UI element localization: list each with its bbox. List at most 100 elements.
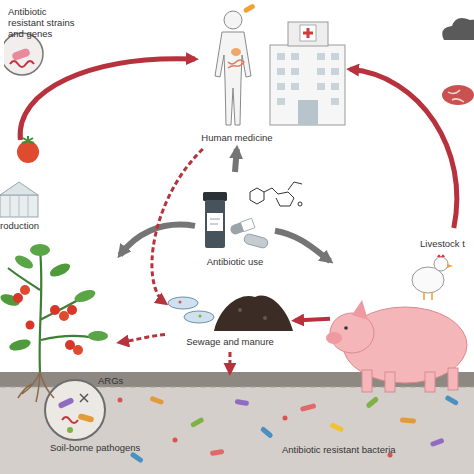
sewage-manure-node: Sewage and manure <box>165 282 295 352</box>
human-figure <box>224 11 242 29</box>
capsules <box>243 233 269 249</box>
antibiotic-bottle <box>203 192 227 201</box>
human-figure <box>243 3 256 13</box>
pig <box>448 368 458 390</box>
tomato <box>17 136 39 163</box>
hospital <box>277 83 285 90</box>
hospital <box>277 53 285 60</box>
callout-circle: Antibiotic resistant strains and genes <box>4 4 86 76</box>
chemical-structure <box>298 202 302 206</box>
hospital <box>277 98 285 105</box>
pig <box>425 372 435 392</box>
antibiotic-use-node: Antibiotic use <box>195 172 275 270</box>
tomato-plant <box>30 244 50 256</box>
petri-dishes <box>199 315 202 318</box>
hospital <box>277 68 285 75</box>
chicken <box>412 255 453 301</box>
chemical-structure <box>250 182 302 206</box>
tomato-plant <box>8 337 32 352</box>
hospital <box>300 25 316 41</box>
hospital <box>291 83 299 90</box>
soil-bacteria <box>235 399 250 406</box>
magnifier-circle <box>45 380 105 440</box>
cloud <box>442 18 474 40</box>
soil-bacteria <box>444 395 459 406</box>
node-label: ARGs <box>98 375 138 386</box>
soil-band <box>0 372 474 474</box>
pig <box>326 332 342 344</box>
hospital <box>298 100 318 125</box>
tomato-plant <box>88 331 108 341</box>
node-label: roduction <box>0 220 60 231</box>
tomato-plant <box>50 305 60 315</box>
node-label: Sewage and manure <box>170 336 290 347</box>
flow-arrow <box>120 335 165 343</box>
node-label: Antibiotic use <box>195 256 275 267</box>
node-label: Livestock t <box>420 238 474 249</box>
soil-band: ARGsSoil-borne pathogensAntibiotic resis… <box>0 372 474 474</box>
tomato-plant <box>26 321 35 330</box>
soil-bacteria <box>118 398 123 403</box>
petri-dishes <box>168 297 214 323</box>
chicken <box>437 255 445 258</box>
human-figure <box>228 60 244 68</box>
chicken <box>434 257 448 271</box>
hospital <box>317 53 325 60</box>
magnifier-circle <box>57 397 74 409</box>
soil-bacteria <box>173 438 178 443</box>
soil-band <box>0 372 474 474</box>
antibiotic-bottle <box>205 200 225 248</box>
flow-arrow <box>152 149 203 303</box>
use-arrow <box>120 225 195 255</box>
soil-bacteria <box>260 426 274 439</box>
tomato-plant <box>20 285 30 295</box>
tomato-plant <box>13 253 35 272</box>
soil-bacteria <box>329 422 344 432</box>
human-figure <box>231 48 241 56</box>
soil-bacteria <box>130 451 144 463</box>
chemical-structure <box>288 182 302 190</box>
magnifier-circle <box>77 413 94 423</box>
chicken <box>424 292 432 300</box>
flow-arrow <box>228 352 231 372</box>
soil-bacteria <box>400 417 416 423</box>
manure-pile <box>238 308 242 312</box>
soil-bacteria <box>365 396 379 409</box>
human-medicine-node: Human medicine <box>195 4 350 149</box>
greenhouse <box>0 195 38 217</box>
greenhouse <box>0 182 38 217</box>
petri-dishes <box>168 297 198 309</box>
pig <box>326 300 467 392</box>
soil-bacteria <box>190 417 205 428</box>
capsules <box>240 218 255 232</box>
soil-bacteria <box>300 403 317 412</box>
human-figure <box>215 3 256 125</box>
hospital <box>291 53 299 60</box>
hospital <box>303 28 313 38</box>
chemical-structure <box>264 188 294 206</box>
meat <box>442 85 474 105</box>
hospital <box>270 22 345 125</box>
roots <box>18 372 54 402</box>
magnifier-circle <box>62 417 78 423</box>
pig <box>385 372 395 392</box>
node-label: Human medicine <box>197 132 277 143</box>
tomato-plant <box>73 288 97 305</box>
hospital <box>331 98 339 105</box>
use-arrow <box>275 231 330 261</box>
hospital <box>291 68 299 75</box>
flow-arrow <box>350 69 457 228</box>
pig <box>344 326 348 330</box>
hospital <box>277 53 339 105</box>
pig <box>352 300 368 320</box>
hospital <box>317 83 325 90</box>
tomato-plant <box>67 305 77 315</box>
tomato <box>17 141 39 163</box>
soil-bacteria <box>149 396 164 405</box>
crop-production-node: roduction <box>0 140 120 370</box>
pig <box>362 370 372 392</box>
chicken <box>447 264 453 268</box>
meat <box>442 85 474 105</box>
